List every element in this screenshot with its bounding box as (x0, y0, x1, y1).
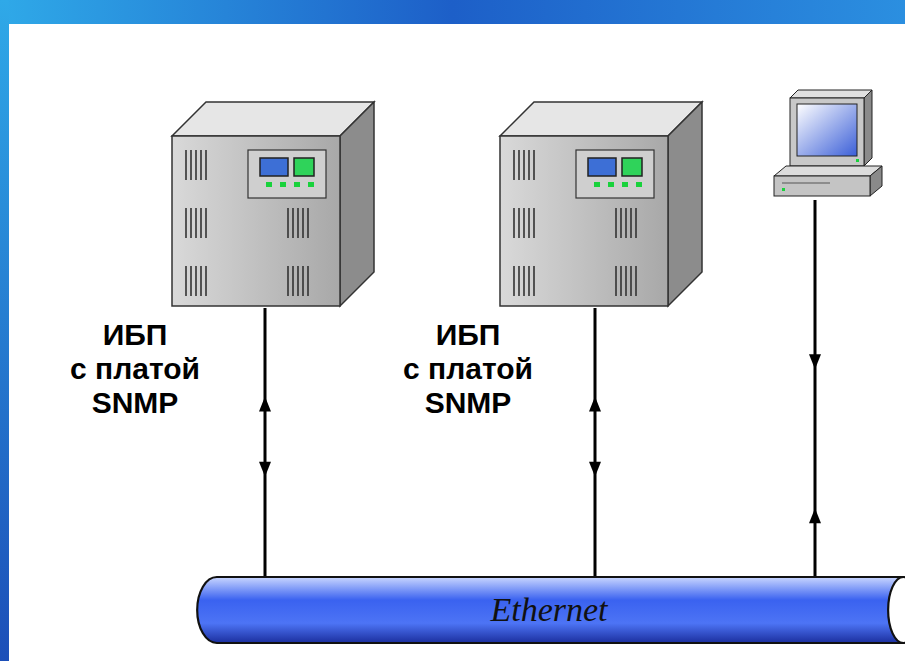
ethernet-bus: Ethernet (195, 575, 905, 645)
link-line (594, 308, 597, 576)
arrowhead (259, 396, 271, 411)
computer-node (772, 88, 884, 200)
link-line (259, 308, 271, 576)
link-line (809, 200, 821, 576)
link-line (264, 308, 267, 576)
link-line (589, 308, 601, 576)
arrowhead (589, 396, 601, 411)
bus-label: Ethernet (185, 591, 905, 629)
arrowhead (589, 462, 601, 477)
ups-cabinet: ИБП с платой SNMP (170, 100, 376, 308)
arrowhead (809, 508, 821, 523)
arrowhead (259, 462, 271, 477)
device-label: ИБП с платой SNMP (383, 318, 553, 420)
arrowhead (809, 354, 821, 369)
ups-illustration (498, 100, 704, 308)
ups-cabinet: ИБП с платой SNMP (498, 100, 704, 308)
ups-illustration (170, 100, 376, 308)
computer-illustration (772, 88, 884, 200)
device-label: ИБП с платой SNMP (50, 318, 220, 420)
